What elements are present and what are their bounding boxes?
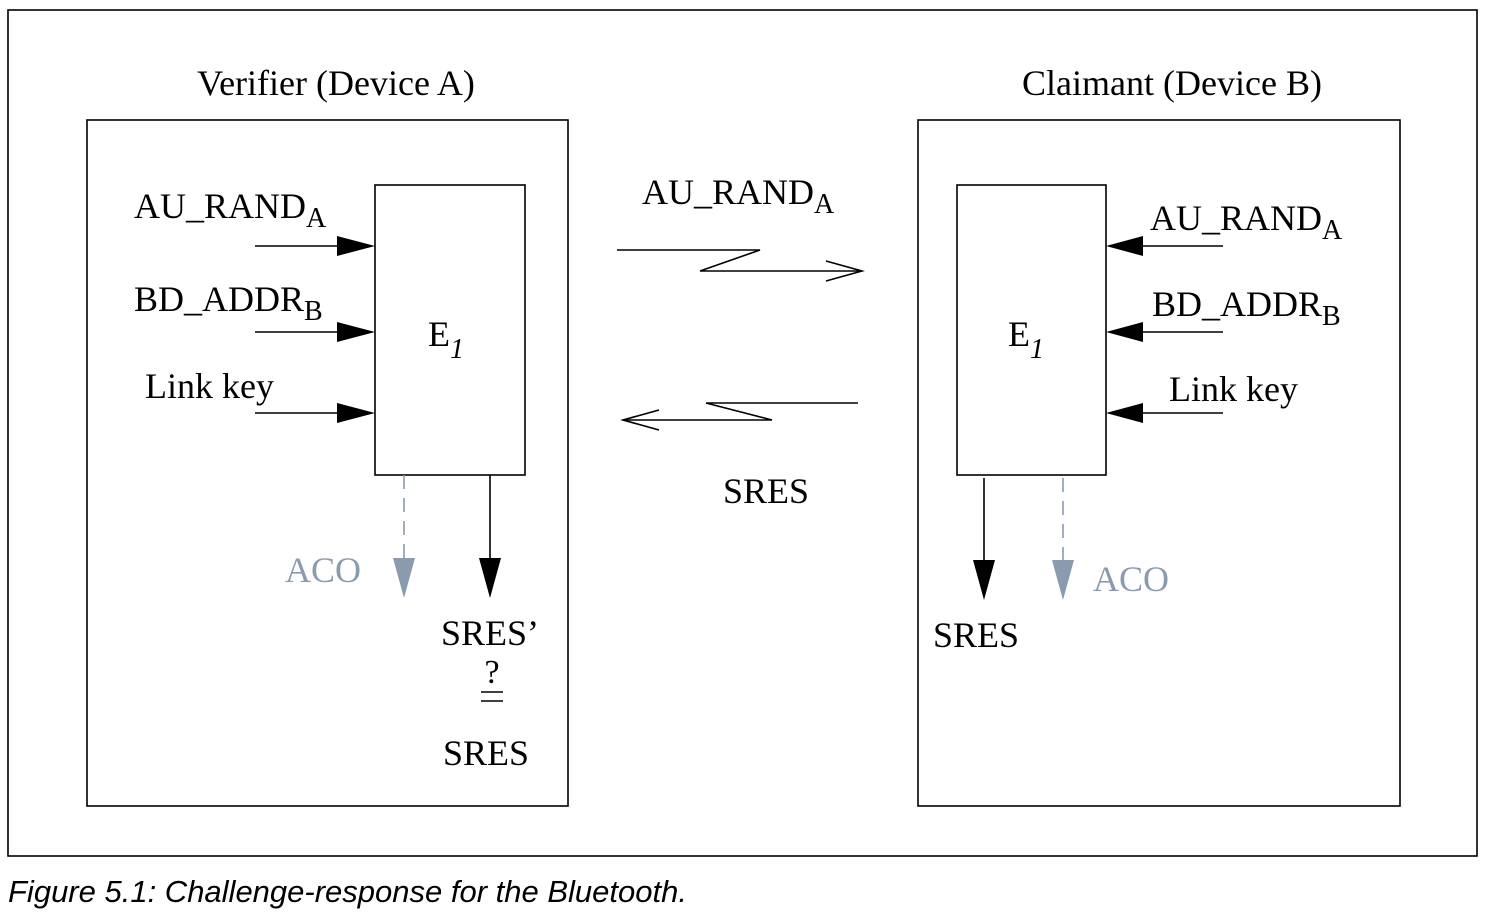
claimant-aco-label: ACO [1093, 559, 1169, 599]
claimant-input-au-rand: AU_RANDA [1150, 198, 1343, 246]
verifier-sres-output-arrowhead [479, 558, 501, 598]
response-zigzag-arrow [623, 402, 858, 421]
claimant-sres-label: SRES [933, 615, 1019, 655]
claimant-title: Claimant (Device B) [1022, 63, 1322, 103]
channel-challenge-label: AU_RANDA [642, 172, 835, 220]
verifier-e1-block [374, 184, 526, 476]
verifier-link-key-arrowhead [337, 403, 375, 423]
claimant-aco-arrowhead [1052, 560, 1074, 600]
verifier-input-link-key: Link key [145, 366, 274, 406]
response-open-arrowhead [620, 409, 660, 431]
verifier-aco-arrowhead [393, 558, 415, 598]
verifier-sres-compare-label: SRES [443, 733, 529, 773]
claimant-box [917, 119, 1401, 807]
claimant-link-key-arrowhead [1106, 403, 1143, 423]
verifier-sres-prime-label: SRES’ [441, 613, 539, 653]
verifier-input-au-rand: AU_RANDA [134, 186, 327, 234]
verifier-title: Verifier (Device A) [197, 63, 475, 103]
verifier-au-rand-arrowhead [337, 236, 375, 256]
verifier-bd-addr-arrowhead [337, 322, 375, 342]
challenge-zigzag-arrow [617, 249, 862, 272]
claimant-e1-block [956, 184, 1107, 476]
claimant-bd-addr-arrowhead [1106, 322, 1143, 342]
claimant-au-rand-arrowhead [1106, 236, 1143, 256]
verifier-aco-label: ACO [285, 550, 361, 590]
verifier-input-bd-addr: BD_ADDRB [134, 279, 323, 327]
figure-caption: Figure 5.1: Challenge-response for the B… [8, 874, 687, 909]
claimant-e1-label: E1 [1008, 314, 1044, 365]
channel-response-label: SRES [723, 471, 809, 511]
compare-question-mark: ? [484, 654, 499, 691]
claimant-sres-output-arrowhead [973, 560, 995, 600]
verifier-box [86, 119, 569, 807]
outer-frame [7, 9, 1478, 857]
claimant-input-bd-addr: BD_ADDRB [1152, 284, 1341, 332]
claimant-input-link-key: Link key [1169, 369, 1298, 409]
verifier-e1-label: E1 [428, 314, 464, 365]
challenge-open-arrowhead [825, 260, 865, 282]
